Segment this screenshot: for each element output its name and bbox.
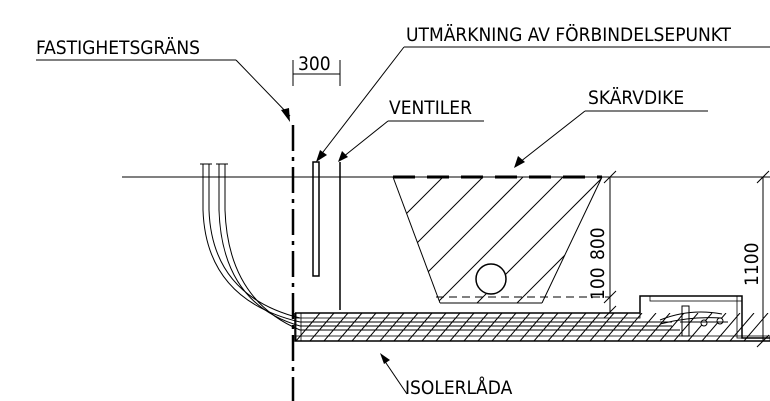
trench-hatching bbox=[393, 177, 602, 303]
marking-post bbox=[312, 161, 320, 277]
dimension-100 bbox=[603, 297, 617, 319]
drain-pipe bbox=[475, 263, 507, 295]
connection-marking-leader bbox=[316, 46, 770, 162]
label-insulation-box: ISOLERLÅDA bbox=[405, 376, 513, 399]
dim-text-800: 800 bbox=[587, 227, 609, 260]
label-trench: SKÄRVDIKE bbox=[588, 86, 684, 109]
property-boundary-leader bbox=[36, 59, 291, 122]
insulation-box-outline bbox=[295, 295, 770, 339]
valves-leader bbox=[338, 120, 484, 162]
service-pipes-bends bbox=[200, 163, 301, 331]
dim-text-100: 100 bbox=[587, 267, 609, 300]
dim-text-300: 300 bbox=[298, 53, 331, 75]
label-valves: VENTILER bbox=[389, 97, 472, 119]
insulation-box-hatching bbox=[295, 295, 770, 342]
label-property-line: FASTIGHETSGRÄNS bbox=[36, 36, 200, 59]
dim-text-1100: 1100 bbox=[741, 243, 763, 287]
trench-right-wall bbox=[541, 176, 603, 304]
insulation-box-leader bbox=[380, 353, 408, 395]
label-connection-marking: UTMÄRKNING AV FÖRBINDELSEPUNKT bbox=[406, 23, 732, 46]
dimension-1100 bbox=[742, 170, 770, 348]
trench-left-wall bbox=[392, 176, 441, 304]
dimension-300 bbox=[292, 60, 341, 86]
service-pipes-horizontal bbox=[300, 321, 680, 331]
valve-assembly bbox=[659, 305, 728, 337]
trench-leader bbox=[514, 110, 708, 168]
